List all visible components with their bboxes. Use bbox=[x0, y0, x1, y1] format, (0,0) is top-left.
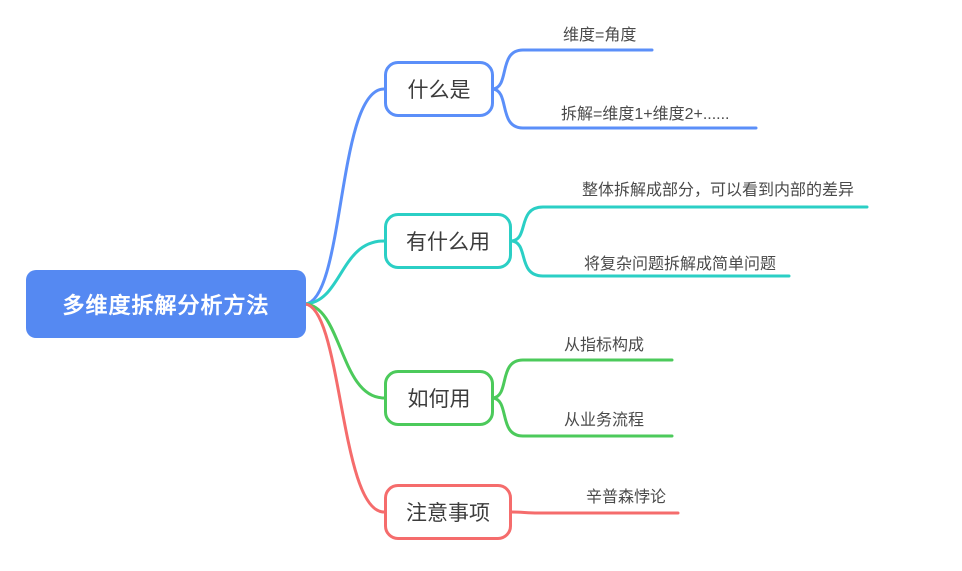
edge-leaf-dimension-equals-angle bbox=[491, 48, 654, 91]
leaf-node-dimension-equals-angle[interactable]: 维度=角度 bbox=[563, 27, 637, 44]
edge-root-to-branch-how-to-use bbox=[303, 302, 386, 400]
edge-root-to-branch-what-for bbox=[303, 239, 386, 306]
leaf-node-from-business-process[interactable]: 从业务流程 bbox=[564, 412, 645, 429]
edge-leaf-complex-to-simple bbox=[510, 239, 791, 278]
edge-root-to-branch-notes bbox=[303, 302, 386, 514]
leaf-node-simpsons-paradox[interactable]: 辛普森悖论 bbox=[586, 489, 667, 506]
edge-leaf-from-metric-composition bbox=[491, 358, 674, 400]
leaf-node-whole-into-parts[interactable]: 整体拆解成部分，可以看到内部的差异 bbox=[582, 182, 855, 199]
branch-node-what-is[interactable]: 什么是 bbox=[384, 61, 494, 117]
branch-node-how-to-use[interactable]: 如何用 bbox=[384, 370, 494, 426]
leaf-node-complex-to-simple[interactable]: 将复杂问题拆解成简单问题 bbox=[584, 256, 777, 273]
leaf-node-from-metric-composition[interactable]: 从指标构成 bbox=[564, 337, 645, 354]
edge-leaf-simpsons-paradox bbox=[510, 510, 680, 515]
edge-leaf-from-business-process bbox=[491, 396, 674, 438]
edge-leaf-whole-into-parts bbox=[510, 205, 869, 243]
leaf-node-decompose-formula[interactable]: 拆解=维度1+维度2+...... bbox=[561, 106, 730, 123]
root-node[interactable]: 多维度拆解分析方法 bbox=[26, 270, 306, 338]
edge-root-to-branch-what-is bbox=[303, 87, 386, 306]
branch-node-what-for[interactable]: 有什么用 bbox=[384, 213, 512, 269]
edge-leaf-decompose-formula bbox=[491, 87, 758, 130]
branch-node-notes[interactable]: 注意事项 bbox=[384, 484, 512, 540]
